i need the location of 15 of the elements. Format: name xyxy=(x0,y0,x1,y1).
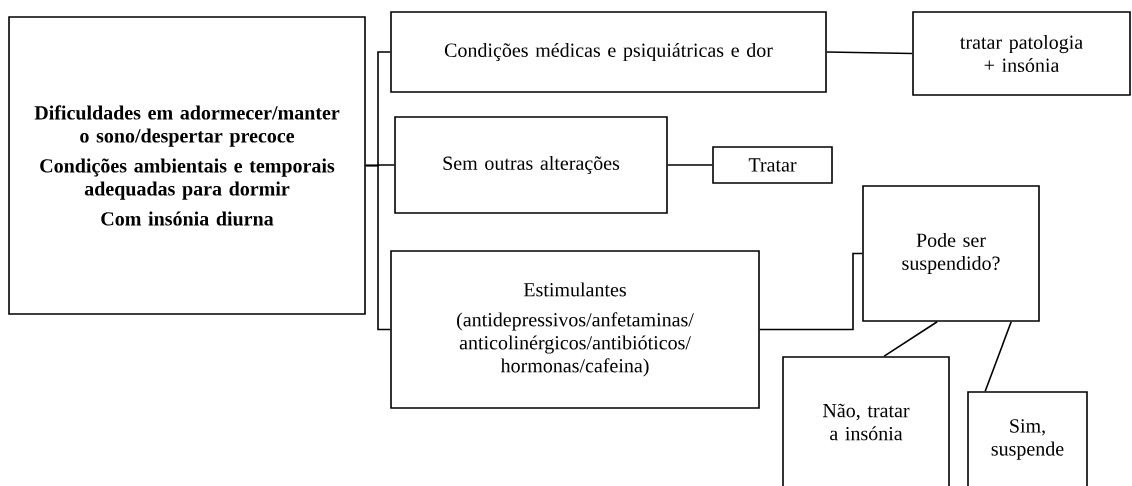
connector-line xyxy=(984,321,1012,392)
process-box: Tratar xyxy=(712,146,833,184)
connector-line xyxy=(667,164,713,166)
connector-line xyxy=(365,164,391,331)
process-box: Estimulantes (antidepressivos/anfetaminas/ anticolinérgicos/antibióticos/ hormonas/cafeina) xyxy=(390,250,760,409)
condition-box: Dificuldades em adormecer/manter o sono/despertar precoce Condições ambientais e temporais adequadas para dormir Com insónia diurna xyxy=(8,16,366,315)
process-box: Sim, suspende xyxy=(967,391,1088,486)
connector-line xyxy=(826,51,913,55)
connector-line xyxy=(883,321,938,357)
process-box: tratar patologia + insónia xyxy=(912,11,1131,96)
decision-box: Pode ser suspendido? xyxy=(862,185,1040,322)
process-box: Sem outras alterações xyxy=(394,116,668,214)
process-box: Não, tratar a insónia xyxy=(782,356,950,486)
connector-line xyxy=(759,252,863,331)
process-box: Condições médicas e psiquiátricas e dor xyxy=(390,11,827,93)
